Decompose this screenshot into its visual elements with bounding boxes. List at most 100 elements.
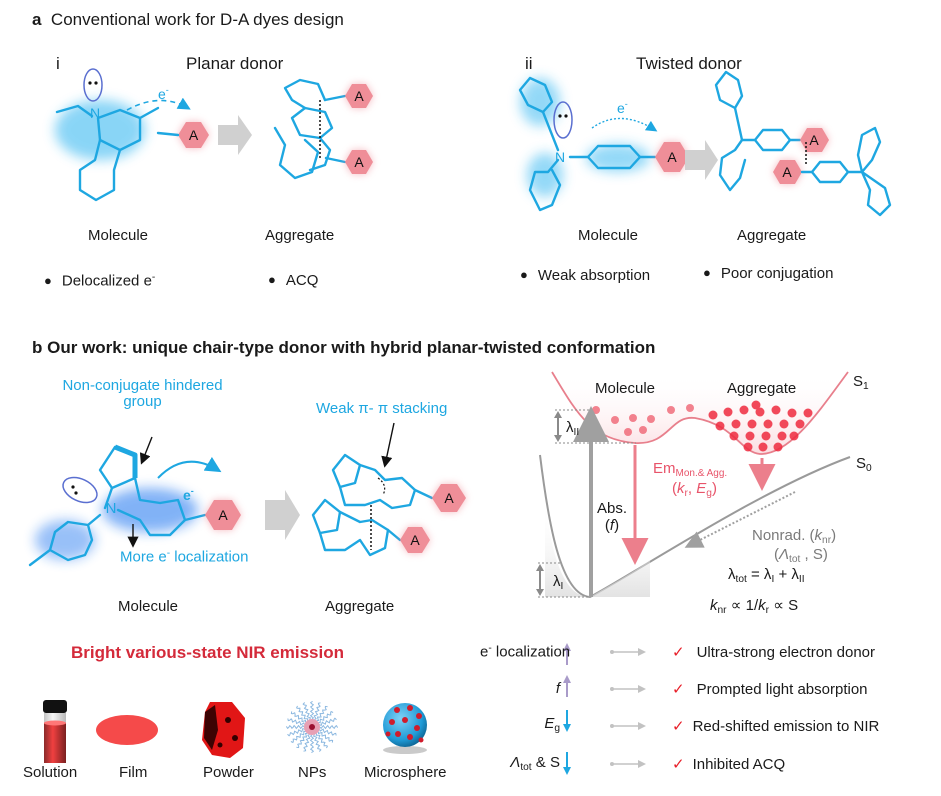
state-label-solution: Solution — [23, 764, 78, 781]
polymer-chain — [318, 710, 334, 724]
polymer-chain — [290, 730, 306, 744]
polymer-chain — [318, 731, 334, 743]
aggregate-population-dots — [708, 400, 813, 452]
s0-label: S0 — [856, 455, 872, 475]
state-label-nps: NPs — [298, 764, 327, 781]
panel-b-acceptor-label: A — [218, 507, 228, 523]
check-icon: ✓ — [672, 644, 685, 661]
effect-param-f: f — [555, 680, 560, 697]
sub-ii-aggregate-acceptor-2: A — [782, 164, 792, 180]
effect-arrows — [563, 643, 646, 775]
emission-label: EmMon.& Agg. — [653, 460, 728, 479]
vial-icon — [43, 700, 67, 763]
sub-i-nitrogen: N — [90, 105, 100, 121]
panel-b-aggregate-acceptor-1: A — [444, 490, 454, 506]
sub-i-molecule-label: Molecule — [88, 227, 149, 244]
sub-ii-electron-label: e- — [617, 99, 628, 116]
transform-arrow-ii — [685, 140, 718, 180]
effect-result-donor: ✓Ultra-strong electron donor — [672, 644, 875, 661]
triphenylamine-molecule — [518, 76, 689, 212]
polymer-chain — [319, 717, 337, 727]
sub-i-acceptor-label: A — [189, 127, 199, 143]
nanoparticle-dye-core — [309, 724, 315, 730]
s1-label: S1 — [853, 373, 869, 393]
panel-a-title-text: Conventional work for D-A dyes design — [50, 10, 344, 29]
panel-a-label: a — [32, 10, 42, 29]
sub-i-aggregate-acceptor-1: A — [354, 88, 364, 104]
polymer-chain — [287, 718, 305, 726]
panel-b-title-text: Our work: unique chair-type donor with h… — [47, 338, 656, 357]
polymer-chain — [319, 724, 339, 730]
sub-ii-numeral: ii — [525, 54, 533, 73]
hindered-group-label: Non-conjugate hindered group — [62, 377, 223, 410]
effect-result-acq: ✓Inhibited ACQ — [672, 756, 786, 773]
sub-i-aggregate-label: Aggregate — [265, 227, 335, 244]
sub-ii-nitrogen: N — [555, 149, 565, 165]
effect-param-eg: Eg — [544, 715, 560, 735]
sub-i-bullet-delocalized: Delocalized e- — [44, 272, 155, 290]
state-label-film: Film — [119, 764, 148, 781]
panel-b-molecule-label: Molecule — [118, 598, 179, 615]
knr-proportionality: knr ∝ 1/kr ∝ S — [710, 597, 799, 617]
transform-arrow-b — [265, 490, 300, 540]
polymer-chain — [319, 728, 337, 736]
polymer-chain — [309, 734, 315, 754]
panel-b-title: b Our work: unique chair-type donor with… — [32, 338, 655, 358]
panel-b-label: b — [32, 338, 43, 357]
sub-ii-aggregate-label: Aggregate — [737, 227, 807, 244]
sub-ii-bullet-poor-conjugation: Poor conjugation — [703, 265, 834, 282]
state-label-powder: Powder — [203, 764, 254, 781]
check-icon: ✓ — [672, 756, 685, 773]
effect-param-lambda-s: Λtot & S — [510, 754, 560, 774]
energy-diagram — [536, 371, 851, 599]
film-icon — [96, 715, 158, 745]
transform-arrow-i — [218, 115, 252, 155]
chair-donor-aggregate — [311, 422, 466, 557]
sub-i-bullet-acq: ACQ — [268, 272, 319, 289]
lambda-I-label: λI — [553, 573, 564, 593]
state-label-microsphere: Microsphere — [364, 764, 447, 781]
polymer-chain — [285, 724, 305, 730]
sub-ii-acceptor-label: A — [667, 149, 677, 165]
nanoparticle-icon — [285, 700, 339, 754]
microsphere-icon — [383, 703, 427, 754]
polymer-chain — [312, 734, 322, 752]
polymer-chain — [296, 733, 308, 749]
chair-donor-molecule — [28, 436, 241, 567]
sub-ii-title: Twisted donor — [636, 54, 742, 73]
nonradiative-params: (Λtot , S) — [774, 546, 828, 566]
polymer-chain — [313, 702, 321, 720]
absorption-label: Abs.(f) — [597, 500, 628, 534]
emission-params: (kr, Eg) — [672, 480, 717, 500]
polymer-chain — [290, 711, 306, 723]
polymer-chain — [287, 727, 305, 737]
triphenylamine-aggregate — [714, 70, 892, 217]
lambda-total-equation: λtot = λI + λII — [728, 566, 805, 586]
polymer-chain — [303, 734, 311, 752]
panel-b-electron-label: e- — [183, 486, 194, 503]
panel-b-nitrogen: N — [106, 500, 117, 517]
check-icon: ✓ — [672, 718, 685, 735]
nonradiative-label: Nonrad. (knr) — [752, 527, 837, 547]
localization-label: More e- localization — [120, 548, 249, 566]
polymer-chain — [295, 705, 309, 721]
polymer-chain — [309, 700, 315, 720]
powder-icon — [202, 702, 245, 758]
sub-ii-aggregate-acceptor-1: A — [809, 132, 819, 148]
effect-param-localization: e- localization — [480, 643, 571, 661]
check-icon: ✓ — [672, 681, 685, 698]
carbazole-molecule — [55, 68, 209, 202]
emission-title: Bright various-state NIR emission — [71, 643, 345, 662]
panel-b-aggregate-acceptor-2: A — [410, 532, 420, 548]
effect-result-redshift: ✓Red-shifted emission to NIR — [672, 718, 880, 735]
energy-molecule-label: Molecule — [595, 380, 656, 397]
carbazole-aggregate — [273, 78, 373, 180]
sub-i-aggregate-acceptor-2: A — [354, 154, 364, 170]
sub-i-title: Planar donor — [186, 54, 284, 73]
panel-a-title: a Conventional work for D-A dyes design — [32, 10, 344, 30]
polymer-chain — [302, 702, 312, 720]
polymer-chain — [315, 733, 329, 749]
sub-ii-bullet-weak-absorption: Weak absorption — [520, 267, 650, 284]
